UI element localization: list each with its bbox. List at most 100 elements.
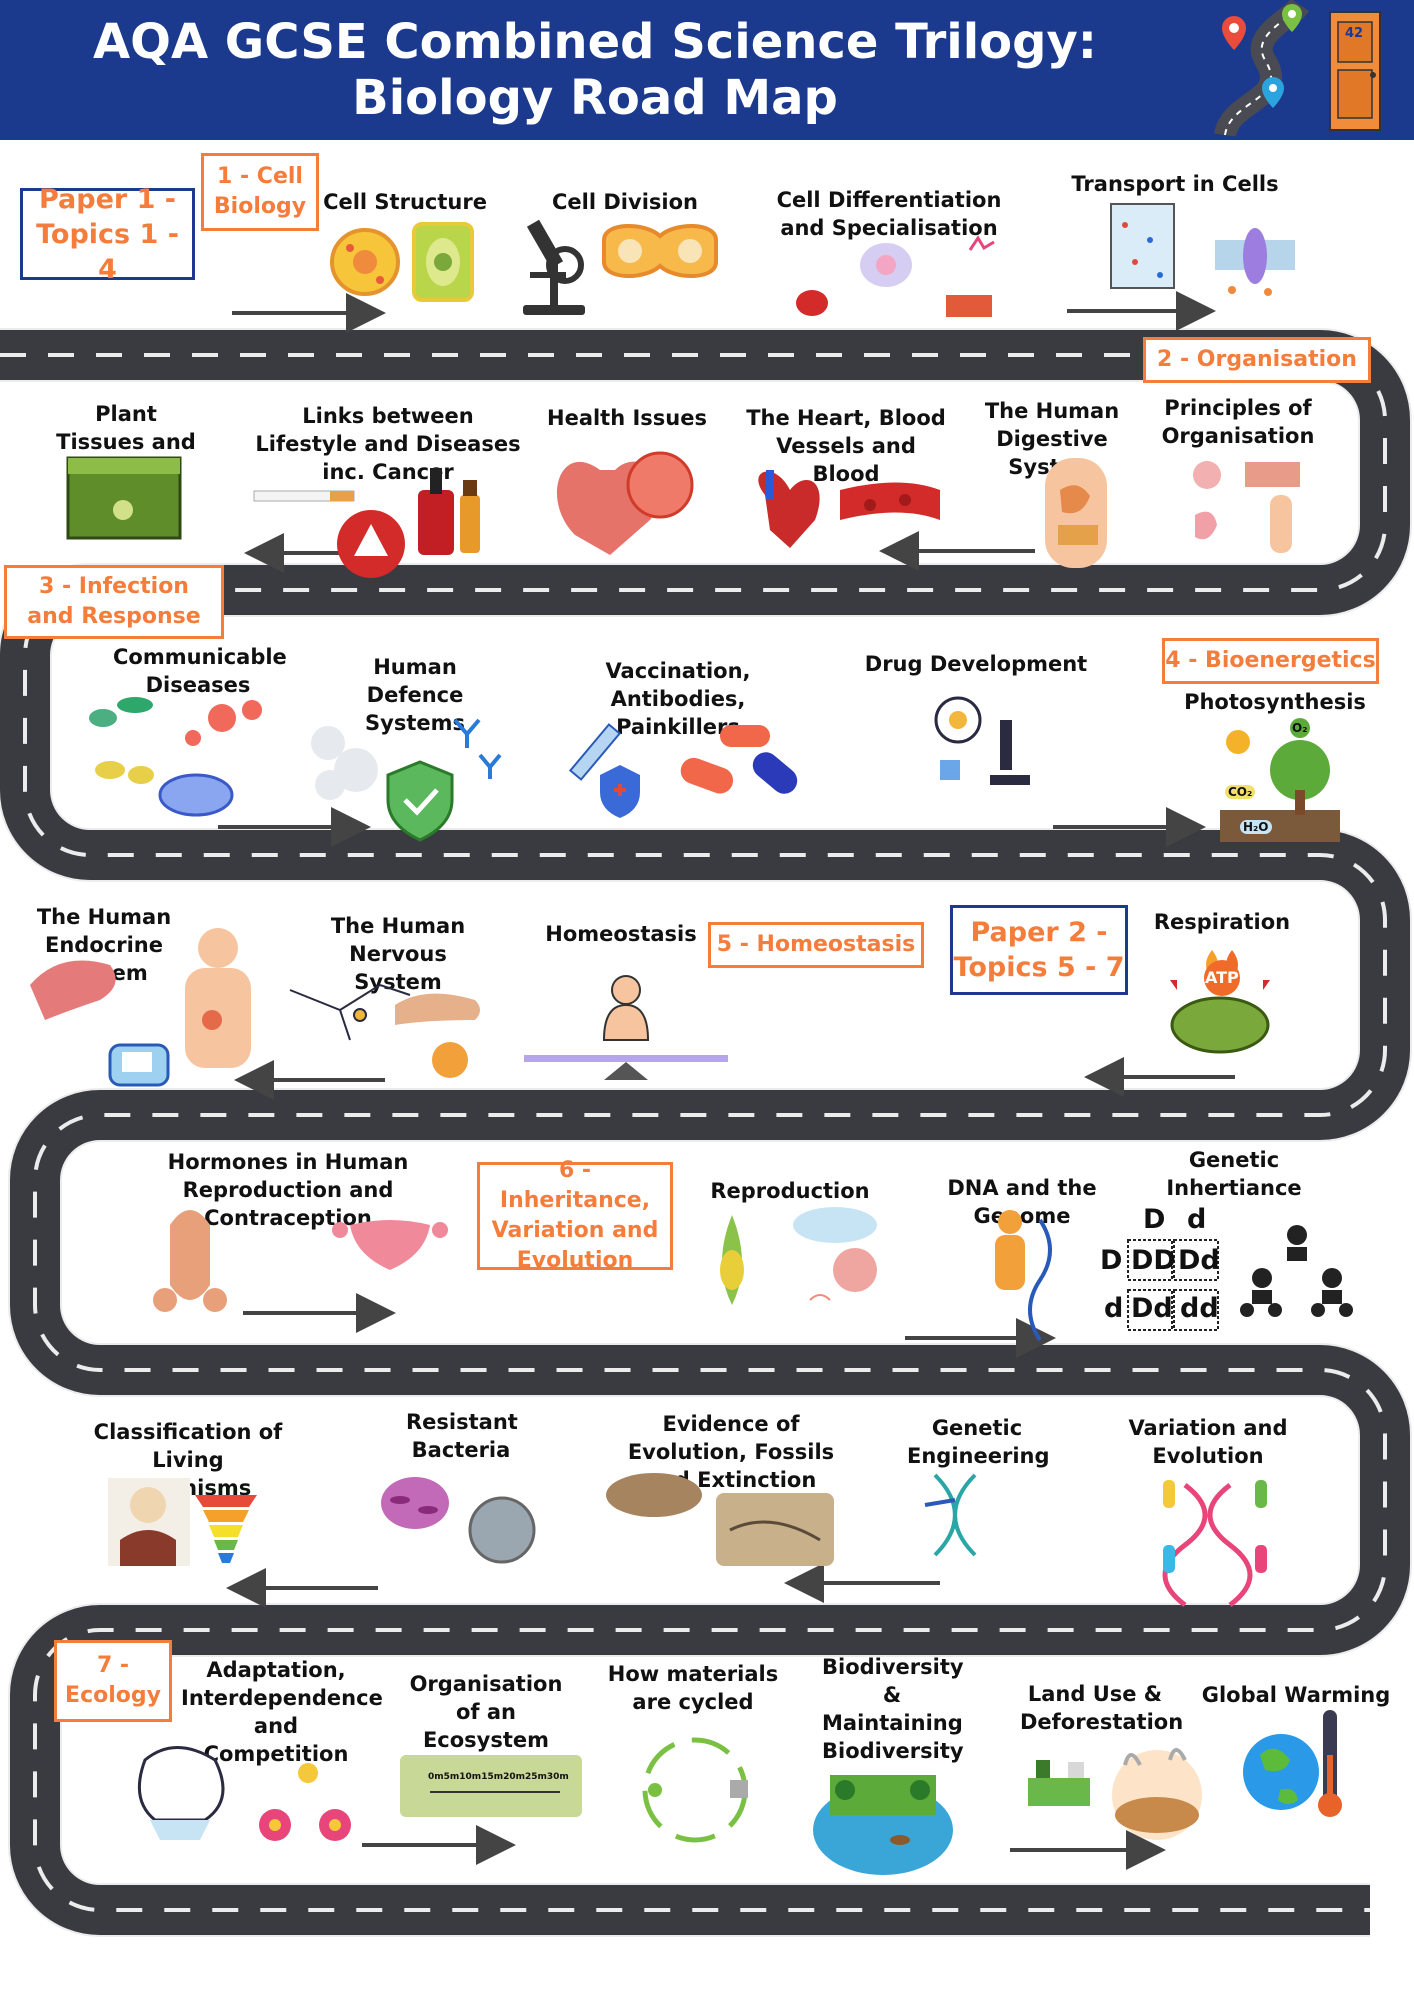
topic-5-box: 5 - Homeostasis: [708, 922, 924, 968]
family-tree-icon: [1240, 1225, 1353, 1317]
topic-3-box: 3 - Infection and Response: [4, 565, 224, 639]
label-genetic-engineering: Genetic Engineering: [907, 1416, 1050, 1468]
label-photosynthesis: Photosynthesis: [1184, 690, 1366, 714]
heart-anatomy-icon: [758, 470, 820, 548]
arm-nerve-icon: [395, 993, 480, 1078]
label-global-warming: Global Warming: [1201, 1683, 1391, 1707]
ruler-label: 0m: [428, 1772, 444, 1782]
label-communicable-diseases: Communicable Diseases: [113, 645, 287, 697]
warning-sign-icon: [337, 510, 405, 578]
page-title-line1: AQA GCSE Combined Science Trilogy:: [92, 14, 1097, 70]
label-cell-division: Cell Division: [552, 190, 698, 214]
photo-o2: O₂: [1292, 721, 1308, 735]
nutrient-cycle-icon: [642, 1737, 748, 1843]
punnett-side-d1: D: [1100, 1245, 1123, 1276]
label-respiration: Respiration: [1153, 910, 1291, 934]
blood-vessel-icon: [840, 482, 940, 520]
digestive-system-icon: [1045, 458, 1107, 568]
label-organisation-ecosystem: Organisation of an Ecosystem: [409, 1672, 563, 1752]
punnett-cell: Dd: [1178, 1245, 1220, 1276]
plant-cell-icon: [412, 222, 474, 302]
punnett-cell: Dd: [1131, 1293, 1173, 1324]
glucose-meter-icon: [108, 1043, 170, 1087]
embryo-icon: [793, 1207, 877, 1301]
uterus-icon: [332, 1220, 448, 1270]
drug-lab-icon: [934, 696, 1030, 785]
ruler-label: 25m: [525, 1772, 547, 1782]
label-digestive-system: The Human Digestive System: [984, 399, 1120, 479]
pancreas-icon: [30, 960, 116, 1020]
label-biodiversity: Biodiversity & Maintaining Biodiversity: [822, 1655, 964, 1763]
microscope-icon: [523, 219, 585, 315]
topic-6-box: 6 - Inheritance, Variation and Evolution: [477, 1158, 673, 1273]
topic-1-box: 1 - Cell Biology: [201, 153, 319, 231]
label-reproduction: Reproduction: [710, 1179, 870, 1203]
label-variation-evolution: Variation and Evolution: [1128, 1416, 1288, 1468]
dna-person-icon: [995, 1210, 1052, 1342]
classification-pyramid-icon: [195, 1495, 257, 1563]
label-cell-structure: Cell Structure: [323, 190, 487, 214]
fossil-icon: [606, 1473, 834, 1566]
ruler-label: 5m: [443, 1772, 460, 1782]
ruler-label: 30m: [546, 1772, 569, 1782]
paper-1-box: Paper 1 - Topics 1 - 4: [20, 184, 195, 285]
topic-7-box: 7 - Ecology: [54, 1640, 172, 1722]
label-adaptation: Adaptation, Interdependence and Competit…: [181, 1658, 383, 1766]
ruler-label: 10m: [459, 1772, 482, 1782]
mitochondria-atp-icon: [1170, 950, 1270, 1054]
dna-variation-icon: [1162, 1480, 1267, 1607]
linnaeus-portrait-icon: [108, 1478, 190, 1566]
organisation-levels-icon: [1193, 461, 1300, 553]
label-genetic-inheritance: Genetic Inhertiance: [1166, 1148, 1302, 1200]
punnett-cell: dd: [1180, 1293, 1219, 1324]
photo-h2o: H₂O: [1240, 820, 1272, 834]
label-human-defence: Human Defence Systems: [365, 655, 465, 735]
label-principles-organisation: Principles of Organisation: [1161, 396, 1315, 448]
antibody-icon: [453, 718, 502, 779]
label-nervous-system: The Human Nervous System: [330, 914, 466, 994]
balance-person-icon: [524, 975, 728, 1080]
white-blood-cell-icon: [311, 726, 378, 800]
syringe-icon: [568, 723, 640, 818]
label-hormones-reproduction: Hormones in Human Reproduction and Contr…: [167, 1150, 409, 1230]
earth-thermometer-icon: [1243, 1710, 1342, 1817]
label-cell-differentiation: Cell Differentiation and Specialisation: [776, 188, 1002, 240]
animal-cell-icon: [330, 228, 400, 296]
label-transport-in-cells: Transport in Cells: [1071, 172, 1279, 196]
endocrine-body-icon: [185, 928, 251, 1068]
label-land-use: Land Use & Deforestation: [1020, 1682, 1184, 1734]
pills-icon: [680, 725, 798, 794]
quadrat-ruler-icon: [400, 1755, 582, 1817]
bee-flowers-icon: [259, 1763, 351, 1841]
land-use-icon: [1028, 1748, 1202, 1840]
label-materials-cycled: How materials are cycled: [607, 1662, 779, 1714]
label-homeostasis: Homeostasis: [545, 922, 697, 946]
punnett-cell: DD: [1131, 1245, 1176, 1276]
dividing-cell-icon: [602, 223, 718, 279]
polar-bear-icon: [137, 1746, 225, 1840]
photosynthesis-tree-icon: [1220, 718, 1340, 842]
label-drug-development: Drug Development: [864, 652, 1088, 676]
heart-icon: [556, 451, 694, 555]
punnett-top-d2: d: [1187, 1204, 1207, 1235]
shield-check-icon: [386, 760, 454, 842]
ecosystem-scene-icon: [813, 1775, 953, 1875]
resistant-bacteria-icon: [381, 1477, 536, 1564]
punnett-side-d2: d: [1104, 1293, 1124, 1324]
atp-label: ATP: [1205, 968, 1239, 987]
plant-tissue-icon: [66, 456, 182, 540]
cigarette-icon: [253, 490, 355, 502]
stem-cell-icon: [796, 235, 995, 317]
bacteria-icon: [89, 697, 234, 817]
membrane-protein-icon: [1215, 228, 1295, 296]
punnett-top-d1: D: [1143, 1204, 1166, 1235]
door-number: 42: [1345, 26, 1364, 41]
male-reproductive-icon: [153, 1210, 227, 1312]
topic-4-box: 4 - Bioenergetics: [1162, 638, 1379, 684]
genetic-engineering-icon: [924, 1473, 977, 1557]
label-health-issues: Health Issues: [547, 406, 707, 430]
bottles-icon: [418, 468, 480, 555]
